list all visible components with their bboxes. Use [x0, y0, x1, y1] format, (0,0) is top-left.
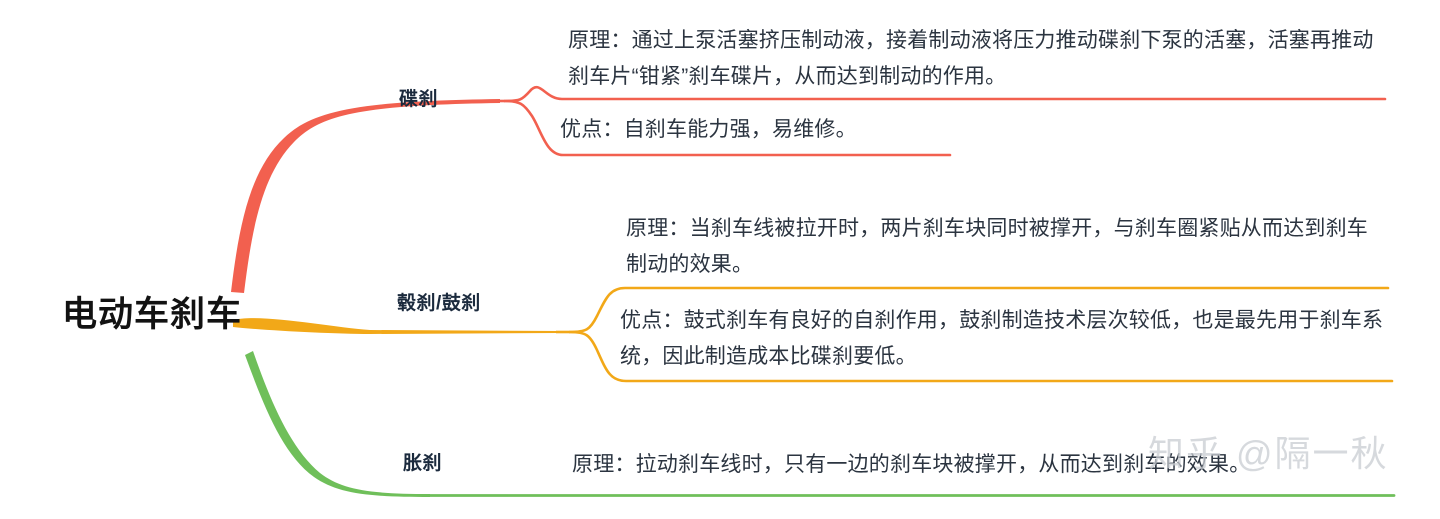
- branch-label-drum[interactable]: 毂刹/鼓刹: [397, 293, 481, 314]
- watermark: 知乎 @隔一秋: [1148, 433, 1389, 474]
- leaf-expand-principle[interactable]: 原理：拉动刹车线时，只有一边的刹车块被撑开，从而达到刹车的效果。: [572, 453, 1251, 476]
- branch-trunk-drum: [233, 318, 560, 334]
- leaf-drum-advantages[interactable]: 优点：鼓式刹车有良好的自刹作用，鼓刹制造技术层次较低，也是最先用于刹车系统，因此…: [620, 309, 1384, 368]
- branch-trunk-expand: [245, 351, 430, 497]
- leaf-disc-principle[interactable]: 原理：通过上泵活塞挤压制动液，接着制动液将压力推动碟刹下泵的活塞，活塞再推动刹车…: [568, 29, 1374, 88]
- branch-label-disc[interactable]: 碟刹: [399, 89, 439, 110]
- root-node[interactable]: 电动车刹车: [62, 295, 243, 334]
- leaf-drum-principle[interactable]: 原理：当刹车线被拉开时，两片刹车块同时被撑开，与刹车圈紧贴从而达到刹车制动的效果…: [626, 217, 1368, 276]
- leaf-disc-advantages[interactable]: 优点：自刹车能力强，易维修。: [560, 118, 857, 141]
- branch-trunk-disc: [231, 99, 500, 293]
- branch-label-expand[interactable]: 胀刹: [403, 453, 443, 474]
